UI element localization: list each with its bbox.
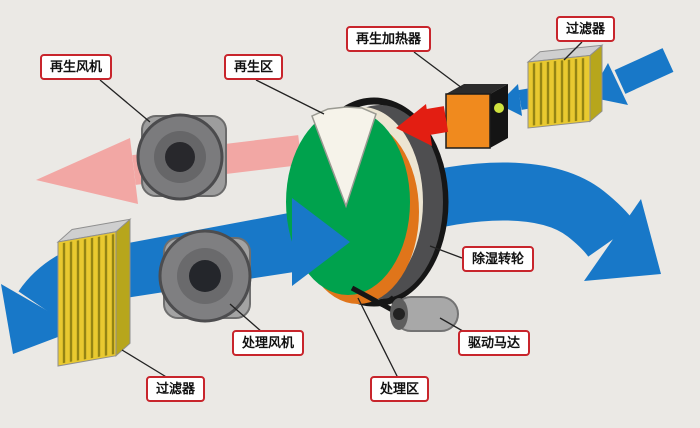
label-process-zone: 处理区 xyxy=(370,376,430,402)
leader-filter-bottom xyxy=(121,349,169,379)
filter-pleats xyxy=(532,58,585,126)
process-fan-hub xyxy=(189,260,221,292)
filter-front-face xyxy=(527,54,591,129)
heater-feed-arrowhead xyxy=(498,84,522,116)
leader-regen-heater xyxy=(413,51,463,89)
label-process-fan: 处理风机 xyxy=(232,330,305,356)
label-regen-heater: 再生加热器 xyxy=(346,26,432,52)
label-drive-motor: 驱动马达 xyxy=(458,330,531,356)
leader-process-zone xyxy=(357,297,399,379)
label-filter-bottom: 过滤器 xyxy=(146,376,206,402)
leader-process-fan xyxy=(229,303,263,333)
filter-top-right xyxy=(526,44,604,129)
regen-exhaust-arrowhead xyxy=(36,138,138,204)
drive-motor xyxy=(350,285,459,332)
intake-arrowhead xyxy=(1,284,79,354)
heater-indicator-light xyxy=(494,103,504,113)
outlet-duct xyxy=(391,162,636,258)
filter-side-face xyxy=(589,44,603,123)
label-desiccant-wheel: 除湿转轮 xyxy=(462,246,535,272)
hot-air-arrowhead xyxy=(396,104,432,146)
belt-strand xyxy=(350,285,398,315)
motor-pulley xyxy=(393,308,405,320)
filter-pleats xyxy=(62,234,115,364)
heater-top-face xyxy=(446,84,508,94)
hot-air-arrow xyxy=(396,104,449,146)
heater-front-face xyxy=(445,93,491,149)
process-air-arrowhead xyxy=(292,198,350,286)
leader-regen-fan xyxy=(99,79,151,123)
outlet-arrowhead xyxy=(584,199,661,281)
label-regen-fan: 再生风机 xyxy=(40,54,113,80)
process-air-outlet-arrow xyxy=(391,162,661,281)
label-regen-zone: 再生区 xyxy=(224,54,284,80)
label-filter-top: 过滤器 xyxy=(556,16,616,42)
leader-desiccant-wheel xyxy=(429,245,463,259)
regen-fan xyxy=(136,113,227,201)
leader-filter-top xyxy=(563,41,583,61)
regen-sector-wedge xyxy=(311,106,377,209)
filter-front-face xyxy=(57,231,117,367)
heater-side-face xyxy=(490,84,508,148)
filter-bottom-left xyxy=(56,218,132,367)
filter-side-face xyxy=(115,218,131,357)
regen-heater xyxy=(445,84,508,149)
regen-fan-hub xyxy=(165,142,195,172)
process-fan xyxy=(158,229,252,323)
leader-regen-zone xyxy=(255,79,325,115)
